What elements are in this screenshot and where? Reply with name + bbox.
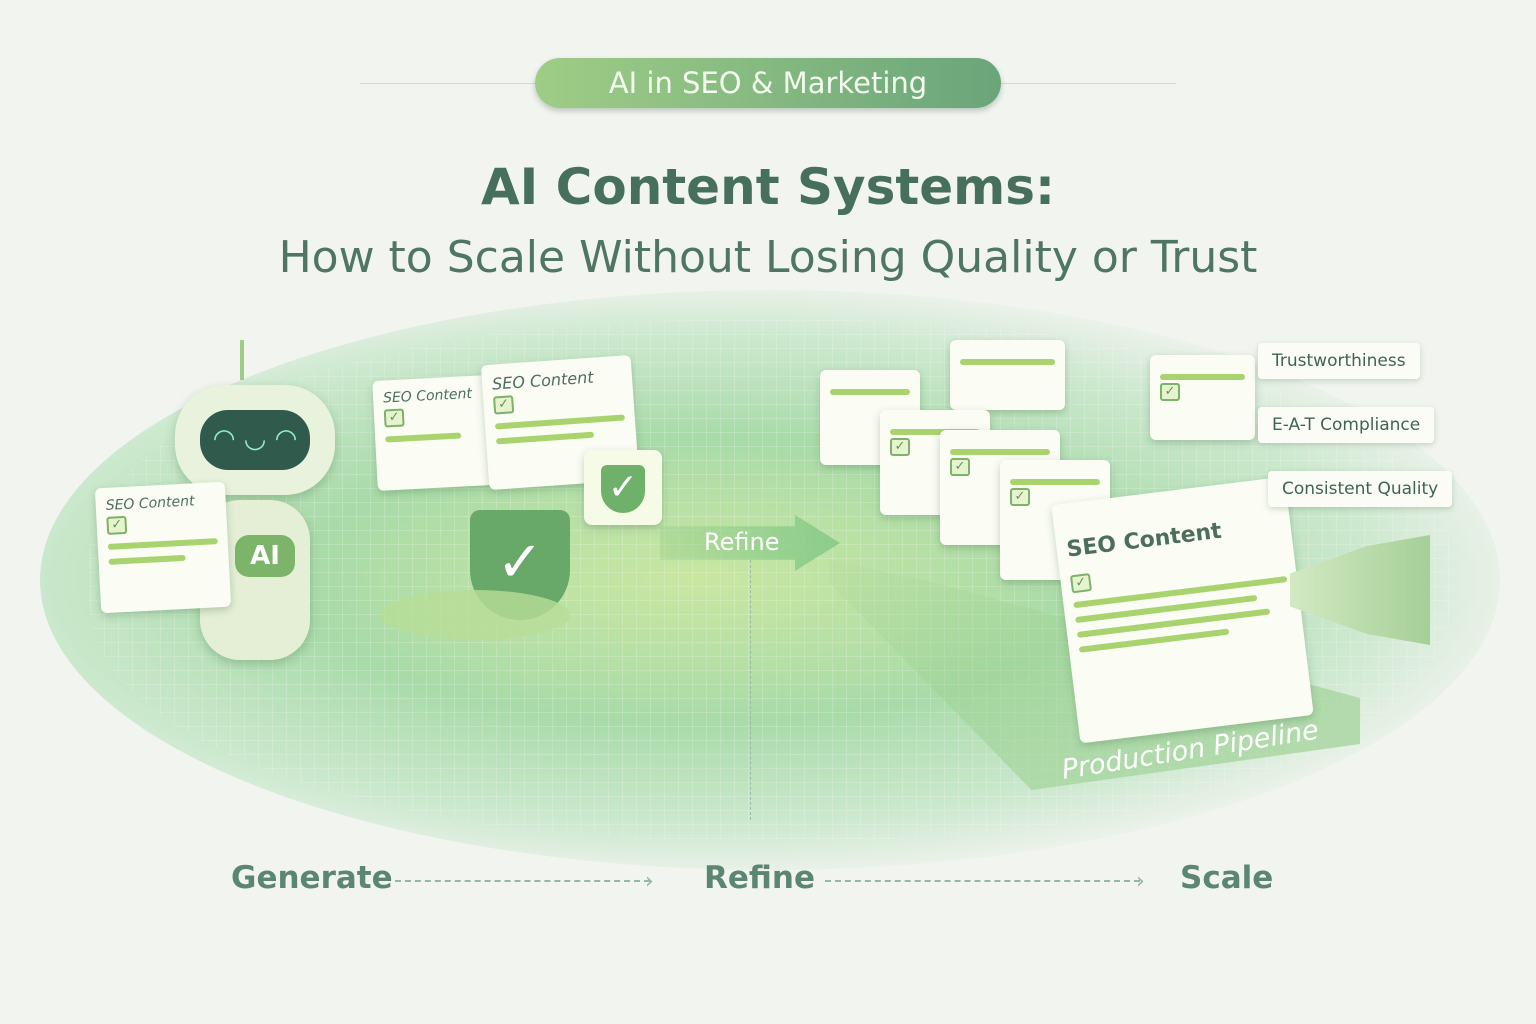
robot-head: ◠ ◡ ◠ bbox=[175, 385, 335, 495]
center-divider bbox=[750, 560, 751, 820]
robot-illustration: ◠ ◡ ◠ AI bbox=[170, 340, 400, 670]
arrow-right-icon: › bbox=[645, 869, 654, 894]
stacked-doc: ✓ bbox=[1150, 355, 1255, 440]
robot-ai-badge: AI bbox=[235, 535, 295, 577]
pedestal bbox=[380, 590, 570, 640]
badge-consistent-quality: Consistent Quality bbox=[1268, 471, 1453, 507]
seo-doc: SEO Content ✓ bbox=[94, 481, 232, 614]
arrow-right-icon: › bbox=[1136, 869, 1145, 894]
check-icon: ✓ bbox=[890, 438, 910, 456]
robot-face: ◠ ◡ ◠ bbox=[200, 410, 310, 470]
doc-label: SEO Content bbox=[491, 367, 595, 394]
seo-doc: SEO Content ✓ bbox=[372, 375, 493, 491]
check-icon: ✓ bbox=[1069, 573, 1092, 594]
check-icon: ✓ bbox=[106, 515, 128, 535]
flow-step-refine: Refine bbox=[704, 860, 815, 896]
doc-label: SEO Content bbox=[105, 493, 195, 514]
stacked-doc bbox=[950, 340, 1065, 410]
check-icon: ✓ bbox=[950, 458, 970, 476]
page-title: AI Content Systems: bbox=[480, 158, 1056, 216]
category-pill: AI in SEO & Marketing bbox=[535, 58, 1001, 108]
badge-eat-compliance: E-A-T Compliance bbox=[1258, 407, 1435, 443]
flow-arrow bbox=[395, 880, 650, 882]
badge-trustworthiness: Trustworthiness bbox=[1258, 343, 1420, 379]
doc-label: SEO Content bbox=[382, 385, 473, 407]
shield-check-card: ✓ bbox=[584, 450, 662, 525]
check-icon: ✓ bbox=[1160, 383, 1180, 401]
main-seo-doc: SEO Content ✓ bbox=[1051, 476, 1314, 744]
flow-arrow bbox=[825, 880, 1140, 882]
refine-arrow-label: Refine bbox=[704, 528, 780, 556]
page-subtitle: How to Scale Without Losing Quality or T… bbox=[278, 232, 1258, 283]
divider-line bbox=[360, 83, 535, 84]
check-icon: ✓ bbox=[493, 395, 515, 415]
check-icon: ✓ bbox=[1010, 488, 1030, 506]
robot-antenna bbox=[240, 340, 244, 380]
divider-line bbox=[1001, 83, 1176, 84]
check-icon: ✓ bbox=[383, 408, 405, 428]
shield-icon: ✓ bbox=[601, 465, 645, 513]
flow-step-generate: Generate bbox=[231, 860, 393, 896]
flow-step-scale: Scale bbox=[1180, 860, 1274, 896]
